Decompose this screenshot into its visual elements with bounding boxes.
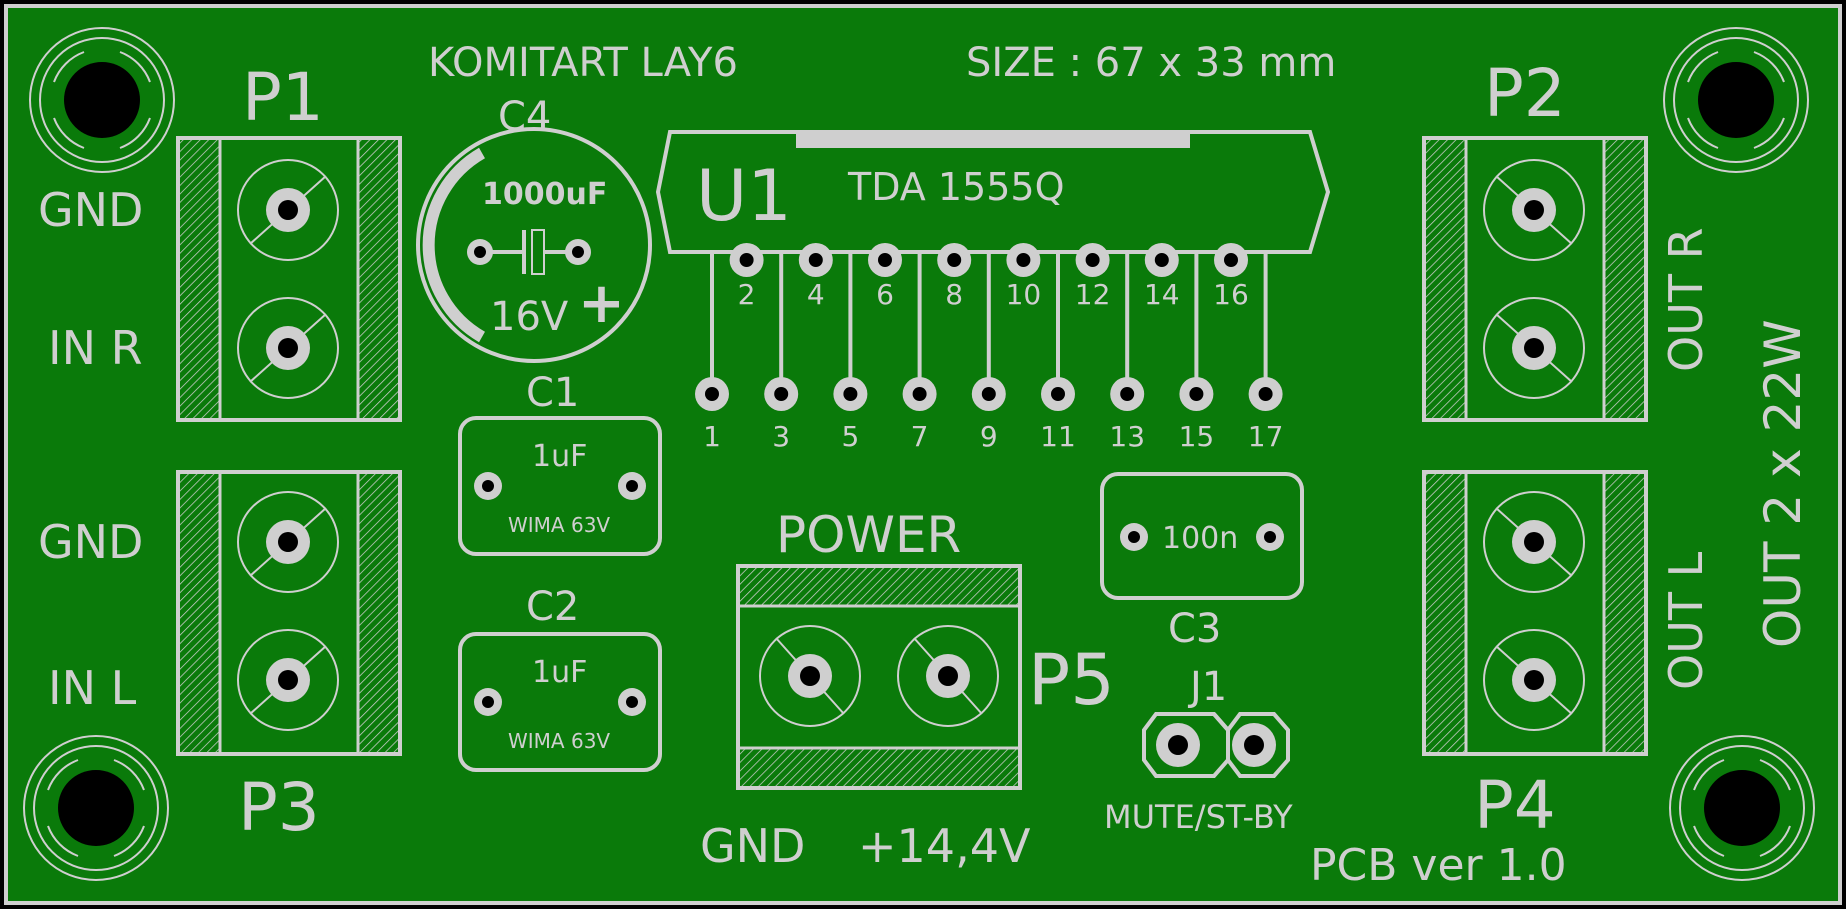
p4-ref: P4 (1474, 767, 1556, 844)
p2-ref: P2 (1484, 55, 1566, 132)
u1-pin-label-17: 17 (1248, 420, 1284, 453)
u1-ref: U1 (696, 155, 792, 237)
u1-pin-label-4: 4 (807, 278, 825, 311)
u1-pad-12-hole (1085, 253, 1100, 267)
jumper-j1 (1142, 712, 1290, 778)
p3-in-l-label: IN L (48, 661, 137, 715)
u1-pin-label-6: 6 (876, 278, 894, 311)
c4-plus-mark: + (578, 271, 625, 336)
board-title: KOMITART LAY6 (428, 40, 738, 86)
mounting-hole-top-left (29, 27, 175, 173)
u1-pin-label-10: 10 (1006, 278, 1042, 311)
u1-pin-label-13: 13 (1109, 420, 1145, 453)
u1-pin-label-15: 15 (1179, 420, 1215, 453)
p3-ref: P3 (238, 769, 320, 846)
p1-gnd-label: GND (38, 183, 143, 237)
connector-p5 (736, 564, 1022, 790)
u1-pad-17-hole (1258, 387, 1273, 401)
c2-ref: C2 (526, 584, 579, 630)
c4-ref: C4 (498, 94, 551, 140)
u1-pad-3-hole (774, 387, 789, 401)
connector-p3 (176, 470, 402, 756)
u1-pad-4-hole (808, 253, 823, 267)
p5-gnd-label: GND (700, 819, 805, 873)
capacitor-c1 (458, 416, 662, 556)
connector-p1 (176, 136, 402, 422)
u1-pin-label-9: 9 (980, 420, 998, 453)
u1-pin-label-7: 7 (911, 420, 929, 453)
connector-p2 (1422, 136, 1648, 422)
p2-out-r-label: OUT R (1659, 227, 1713, 372)
u1-pad-5-hole (843, 387, 858, 401)
c1-ref: C1 (526, 370, 579, 416)
u1-pad-7-hole (912, 387, 927, 401)
u1-pad-14-hole (1154, 253, 1169, 267)
u1-pin-label-1: 1 (703, 420, 721, 453)
u1-pad-11-hole (1051, 387, 1065, 401)
c2-type: WIMA 63V (508, 729, 610, 753)
p4-out-l-label: OUT L (1659, 551, 1713, 690)
pcb-version: PCB ver 1.0 (1310, 840, 1567, 891)
c3-value: 100n (1162, 521, 1238, 556)
c2-value: 1uF (532, 655, 587, 690)
u1-pin-label-14: 14 (1144, 278, 1180, 311)
j1-label: MUTE/ST-BY (1104, 798, 1293, 836)
output-power-label: OUT 2 x 22W (1754, 319, 1812, 648)
u1-part: TDA 1555Q (847, 165, 1065, 209)
c4-value: 1000uF (482, 177, 607, 212)
u1-pad-13-hole (1120, 387, 1135, 401)
p1-ref: P1 (242, 59, 324, 136)
u1-pin-label-3: 3 (772, 420, 790, 453)
mounting-hole-bottom-left (23, 735, 169, 881)
j1-ref: J1 (1187, 664, 1227, 710)
board-size: SIZE : 67 x 33 mm (966, 40, 1336, 86)
u1-pad-6-hole (878, 253, 892, 267)
u1-pad-15-hole (1189, 387, 1204, 401)
mounting-hole-bottom-right (1669, 735, 1815, 881)
u1-pad-10-hole (1016, 253, 1031, 267)
c1-type: WIMA 63V (508, 513, 610, 537)
u1-pin-label-2: 2 (738, 278, 756, 311)
p5-vplus-label: +14,4V (858, 819, 1031, 873)
c1-value: 1uF (532, 439, 587, 474)
capacitor-c4 (416, 127, 652, 363)
u1-pad-9-hole (981, 387, 996, 401)
u1-pad-8-hole (947, 253, 962, 267)
u1-pad-16-hole (1224, 253, 1238, 267)
c4-voltage: 16V (490, 294, 569, 340)
u1-pad-2-hole (739, 253, 754, 267)
u1-pad-1-hole (705, 387, 719, 401)
u1-pin-label-8: 8 (945, 278, 963, 311)
mounting-hole-top-right (1663, 27, 1809, 173)
capacitor-c2 (458, 632, 662, 772)
u1-pin-label-5: 5 (841, 420, 859, 453)
p3-gnd-label: GND (38, 515, 143, 569)
capacitor-c3 (1100, 472, 1304, 600)
c3-ref: C3 (1168, 606, 1221, 652)
u1-pin-label-16: 16 (1213, 278, 1249, 311)
u1-pin-label-11: 11 (1040, 420, 1076, 453)
p5-ref: P5 (1028, 639, 1115, 721)
connector-p4 (1422, 470, 1648, 756)
p1-in-r-label: IN R (48, 321, 143, 375)
p5-title: POWER (776, 506, 961, 564)
u1-pin-label-12: 12 (1075, 278, 1111, 311)
